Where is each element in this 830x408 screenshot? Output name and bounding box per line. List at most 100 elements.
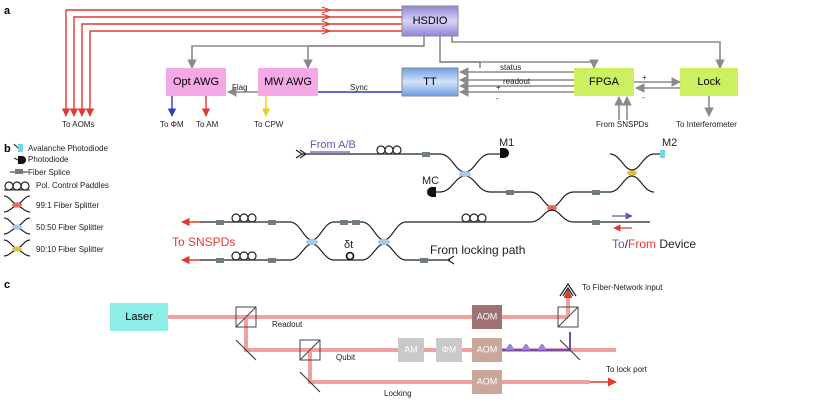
paddle-icon	[231, 213, 241, 223]
m1-label: M1	[499, 137, 514, 149]
legend-label-6: 90:10 Fiber Splitter	[36, 245, 104, 254]
splitter-50-50-icon	[306, 239, 318, 245]
fiber-splice-icon	[10, 169, 28, 174]
opt-awg-label: Opt AWG	[173, 76, 219, 88]
splitter-50-50-icon	[378, 239, 390, 245]
device-word: Device	[656, 237, 696, 251]
paddle-icon	[384, 145, 394, 155]
aom-qubit-box: AOM	[472, 338, 502, 362]
fpga-box: FPGA	[574, 68, 634, 96]
paddle-icon	[239, 251, 249, 261]
to-word: To	[612, 237, 625, 251]
opt-awg-box: Opt AWG	[166, 68, 226, 96]
tt-box: TT	[401, 67, 459, 97]
to-aoms-label: To AOMs	[62, 120, 94, 129]
status-label: status	[500, 63, 521, 72]
paddle-icon	[239, 213, 249, 223]
slash-word: /	[625, 237, 629, 251]
mw-awg-box: MW AWG	[258, 68, 318, 96]
mw-awg-label: MW AWG	[264, 76, 312, 88]
paddle-icon	[461, 213, 471, 223]
delta-t-label: δt	[344, 239, 353, 251]
phim-label: ΦM	[442, 344, 457, 354]
fiber-splice-icon	[420, 258, 428, 263]
beam-splitter-2	[299, 339, 321, 361]
hsdio-to-aoms-lines	[61, 6, 402, 117]
to-snspds-label: To SNSPDs	[172, 235, 235, 249]
fiber-splice-icon	[216, 258, 224, 263]
to-cpw-label: To CPW	[254, 120, 284, 129]
sync-label: Sync	[350, 83, 368, 92]
fiber-network: M1 MC M2	[181, 137, 677, 265]
lock-box: Lock	[680, 68, 738, 96]
fiber-splice-icon	[422, 152, 430, 157]
splitter-50-50-icon	[3, 217, 31, 235]
splitter-90-10-icon	[627, 170, 637, 176]
from-word: From	[628, 237, 656, 251]
laser-label: Laser	[125, 311, 153, 323]
readout-label: readout	[503, 77, 531, 86]
photodiode-icon	[427, 187, 436, 197]
to-phim-label: To ΦM	[160, 120, 184, 129]
readout-path-label: Readout	[272, 320, 303, 329]
legend-label-1: Photodiode	[28, 155, 69, 164]
fiber-splice-icon	[268, 258, 276, 263]
phim-box: ΦM	[436, 338, 462, 362]
legend-label-4: 99:1 Fiber Splitter	[36, 201, 99, 210]
tt-fpga-lines	[459, 67, 681, 97]
splitter-99-1-icon	[3, 195, 31, 213]
aom-qubit-label: AOM	[477, 344, 498, 354]
from-ab-label: From A/B	[310, 139, 356, 151]
paddle-icon	[477, 213, 487, 223]
paddle-icon	[231, 251, 241, 261]
tt-label: TT	[423, 76, 437, 88]
fiber-splice-icon	[506, 190, 514, 195]
delay-loop-icon	[345, 251, 355, 261]
to-from-device-label: To/From Device	[612, 237, 696, 251]
splitter-50-50-icon	[459, 171, 471, 177]
aom-locking-label: AOM	[477, 376, 498, 386]
fiber-splice-icon	[216, 220, 224, 225]
fiber-splice-icon	[340, 220, 348, 225]
avalanche-photodiode-icon	[660, 150, 665, 158]
mc-label: MC	[422, 175, 439, 187]
legend-label-0: Avalanche Photodiode	[28, 144, 108, 153]
legend-label-2: Fiber Splice	[28, 168, 71, 177]
minus-label-lock: -	[642, 93, 645, 102]
plus-label-tt: +	[496, 83, 501, 92]
am-label: AM	[404, 344, 418, 354]
mirror-1	[235, 339, 257, 361]
locking-path-label: Locking	[384, 389, 412, 398]
aom-readout-box: AOM	[472, 305, 502, 329]
paddle-icon	[247, 213, 257, 223]
from-locking-path-label: From locking path	[430, 243, 525, 257]
splitter-90-10-icon	[3, 239, 31, 257]
beam-splitter-3	[557, 306, 579, 328]
from-snspds-label: From SNSPDs	[596, 120, 648, 129]
legend-label-3: Pol. Control Paddles	[36, 181, 109, 190]
beam-paths	[168, 289, 617, 387]
minus-label-tt: -	[496, 94, 499, 103]
fiber-splice-icon	[352, 220, 360, 225]
to-lock-port-label: To lock port	[606, 365, 648, 374]
panel-label-b: b	[4, 143, 11, 155]
fiber-splice-icon	[268, 220, 276, 225]
photodiode-icon	[13, 156, 26, 164]
m2-label: M2	[662, 137, 677, 149]
fiber-coupler-icon	[559, 282, 577, 297]
lock-label: Lock	[697, 76, 721, 88]
panel-label-c: c	[4, 279, 10, 291]
legend-label-5: 50:50 Fiber Splitter	[36, 223, 104, 232]
aom-locking-box: AOM	[472, 370, 502, 394]
to-interferometer-label: To Interferometer	[676, 120, 737, 129]
legend: Avalanche Photodiode Photodiode Fiber Sp…	[3, 143, 109, 257]
fpga-label: FPGA	[589, 76, 620, 88]
qubit-path-label: Qubit	[336, 353, 356, 362]
fiber-splice-icon	[592, 220, 600, 225]
splitter-99-1-icon	[547, 205, 557, 211]
aom-readout-label: AOM	[477, 311, 498, 321]
photodiode-icon	[500, 148, 509, 158]
chevron-left-icon	[446, 255, 455, 265]
to-fiber-network-label: To Fiber-Network input	[582, 283, 663, 292]
